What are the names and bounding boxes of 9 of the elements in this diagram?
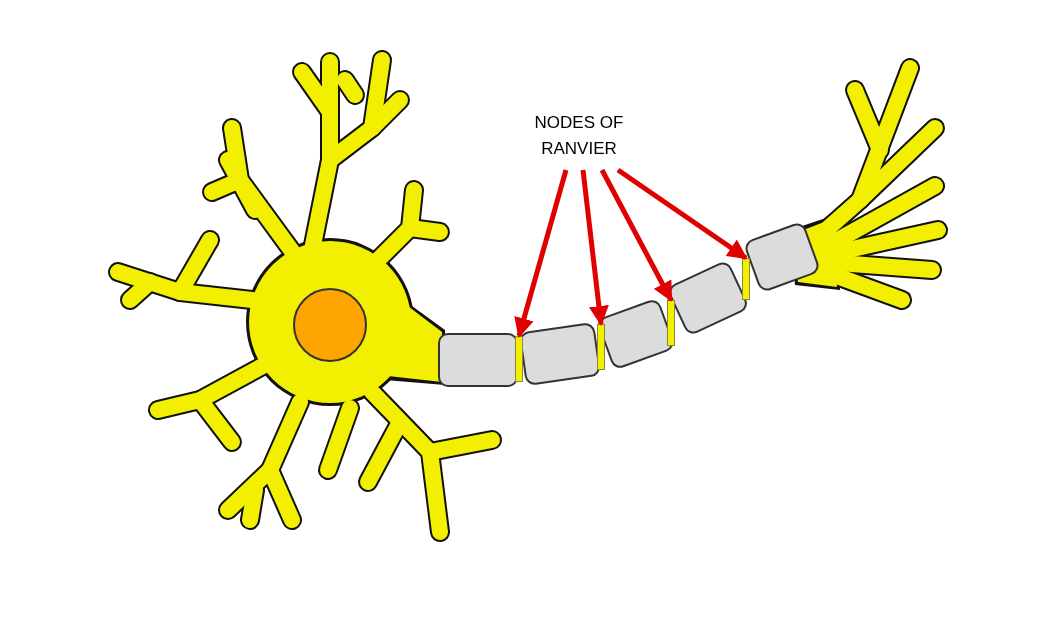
callout-label: NODES OF RANVIER	[520, 110, 638, 166]
node-of-ranvier	[597, 324, 605, 370]
node-of-ranvier	[515, 336, 523, 382]
leader-arrow	[616, 167, 748, 261]
leader-arrow	[514, 169, 569, 338]
leader-arrow	[580, 169, 609, 326]
node-of-ranvier	[667, 300, 675, 346]
leader-arrow	[599, 168, 674, 302]
node-of-ranvier	[742, 258, 750, 300]
